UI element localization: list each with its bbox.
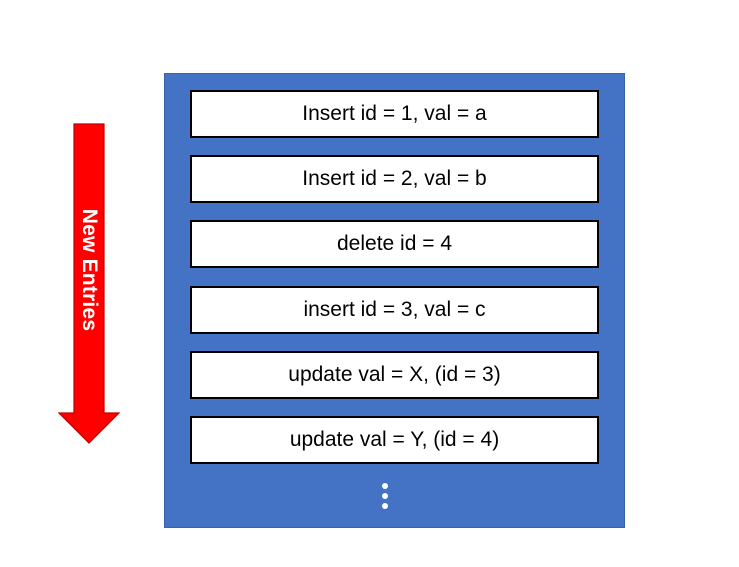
log-entry: update val = Y, (id = 4): [190, 416, 599, 464]
log-entry: update val = X, (id = 3): [190, 351, 599, 399]
log-entry: Insert id = 1, val = a: [190, 90, 599, 138]
log-entry: Insert id = 2, val = b: [190, 155, 599, 203]
vertical-ellipsis-icon: [381, 483, 389, 509]
log-entry: insert id = 3, val = c: [190, 286, 599, 334]
log-panel: Insert id = 1, val = a Insert id = 2, va…: [164, 73, 625, 528]
new-entries-arrow: [58, 123, 122, 445]
down-arrow-icon: [58, 123, 121, 444]
log-entry: delete id = 4: [190, 220, 599, 268]
new-entries-label: New Entries: [78, 208, 101, 332]
